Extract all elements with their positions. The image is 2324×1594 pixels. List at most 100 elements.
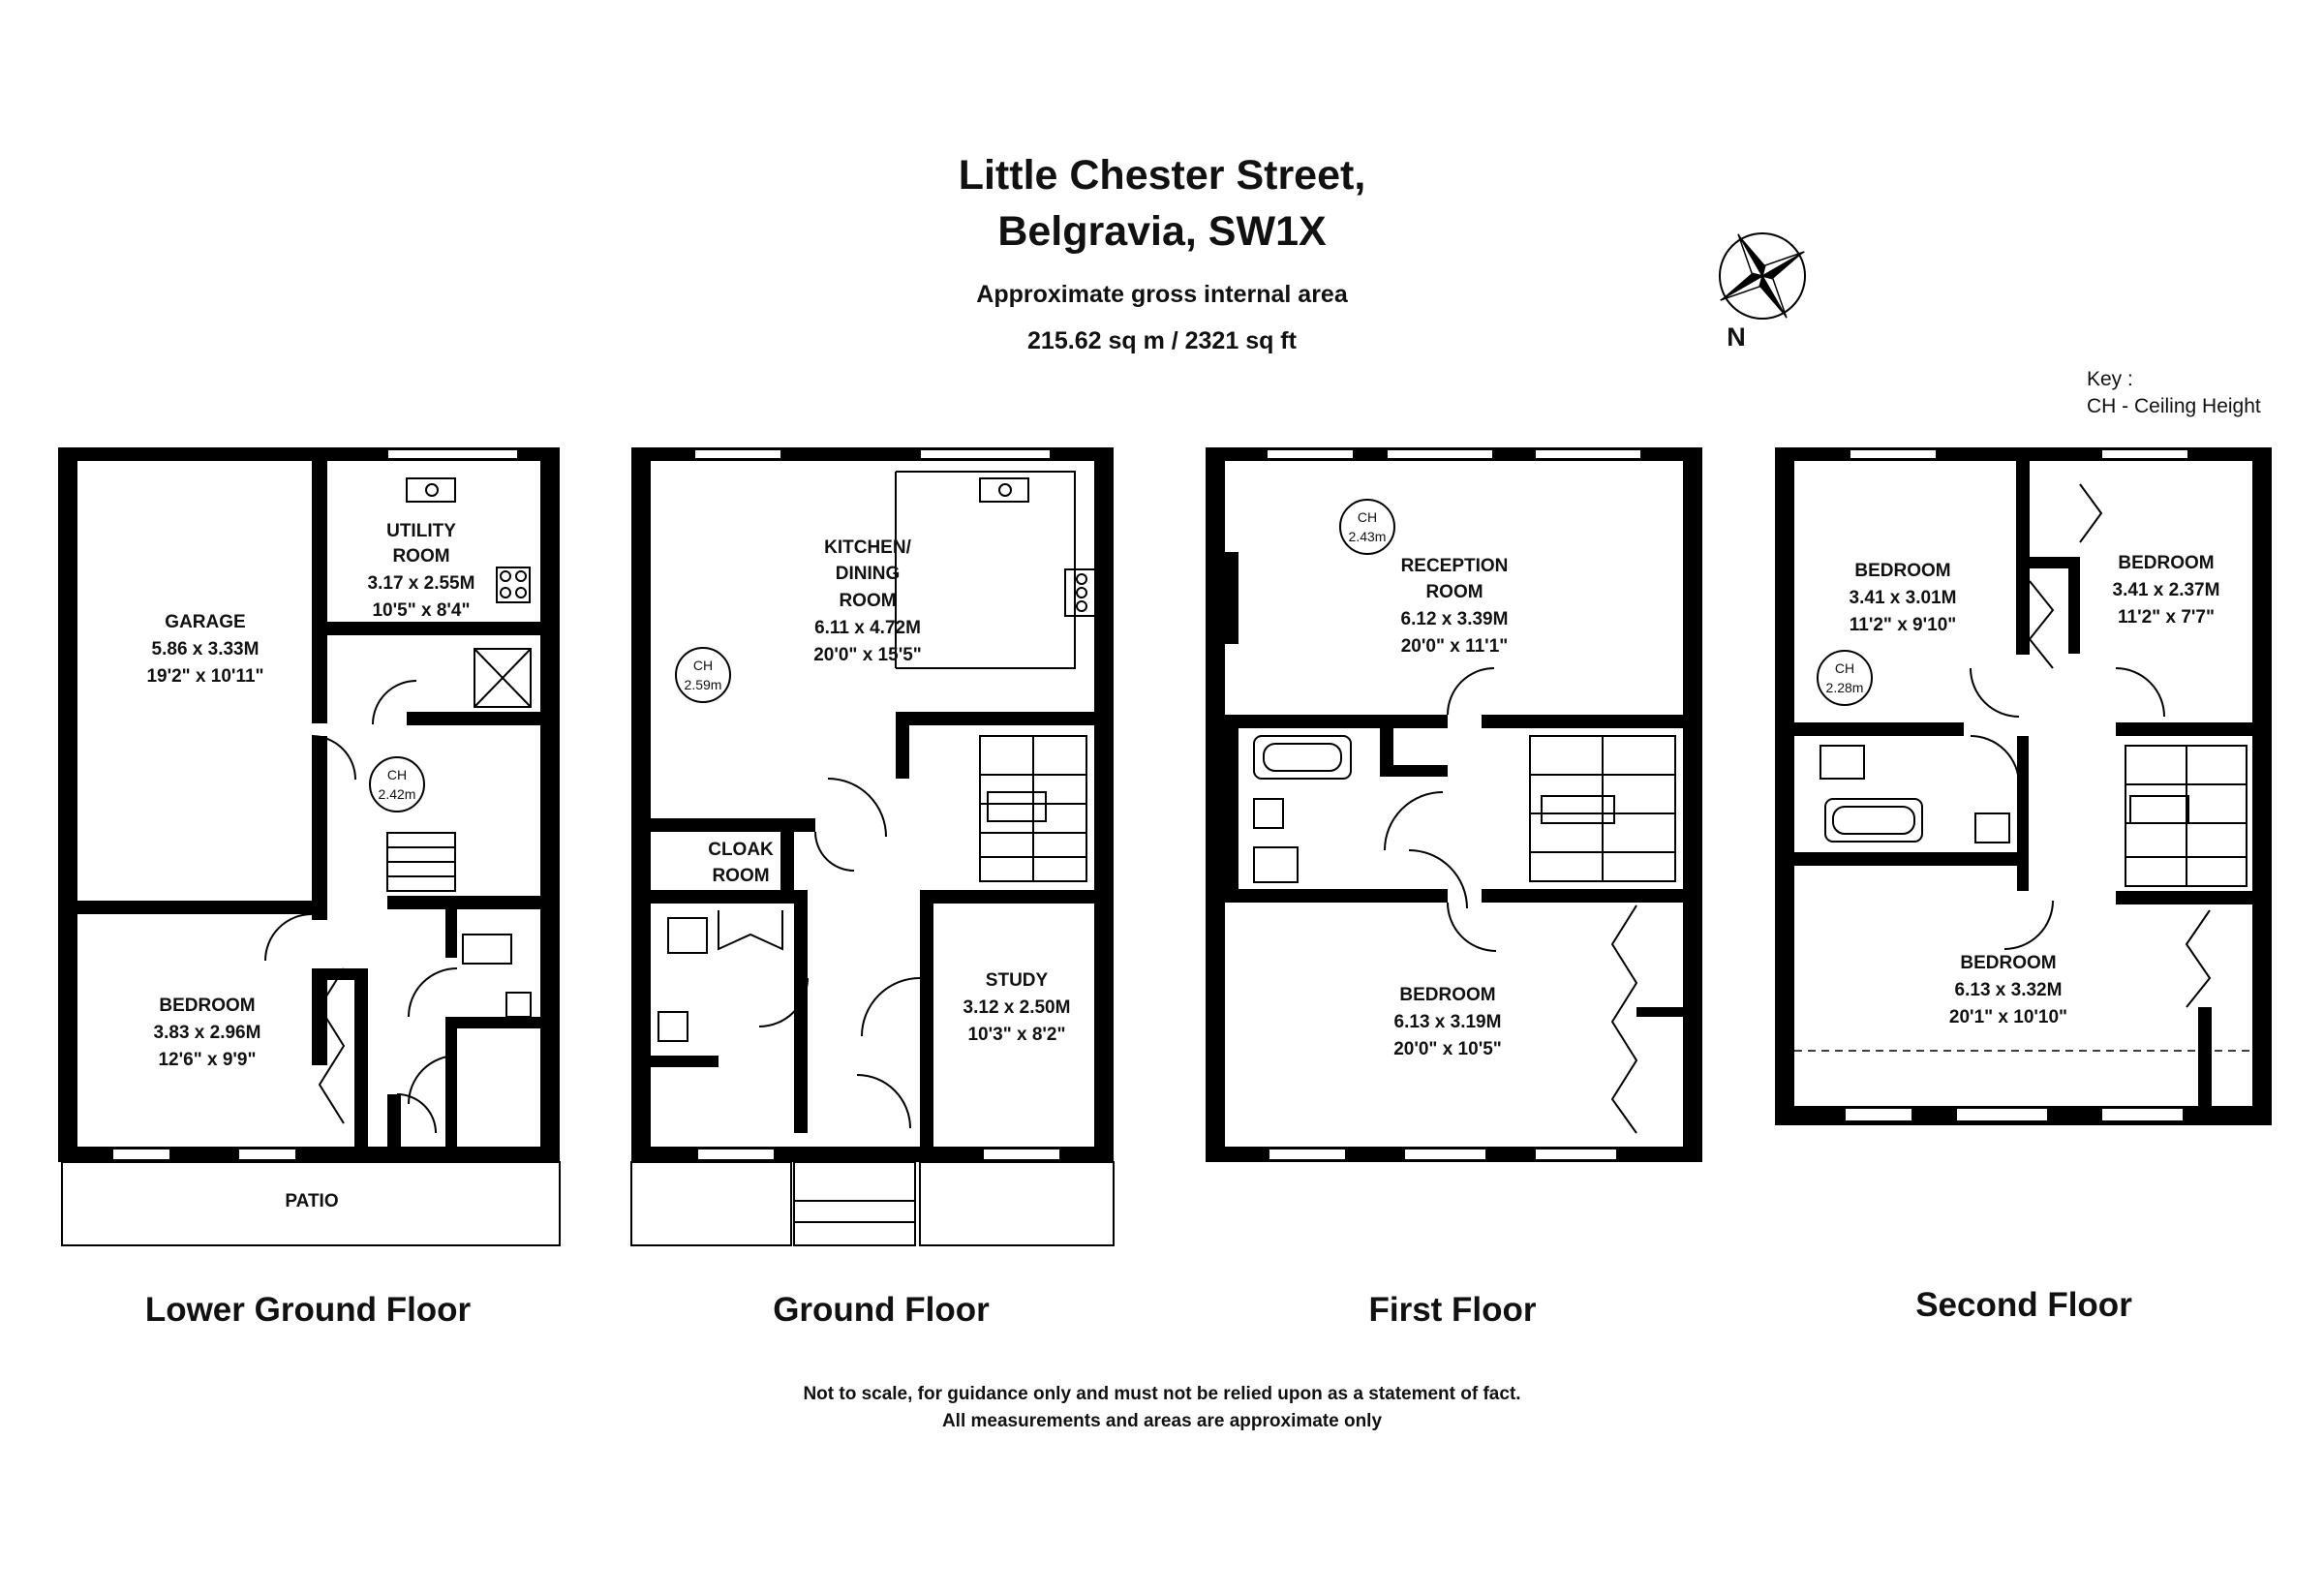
disclaimer-line-2: All measurements and areas are approxima… — [941, 1411, 1383, 1431]
window — [1534, 1148, 1618, 1161]
sink-icon — [979, 477, 1029, 503]
patio-label: PATIO — [285, 1191, 338, 1211]
wall — [896, 725, 909, 779]
window — [696, 1148, 776, 1161]
basin-icon — [505, 992, 532, 1018]
f-bedroom-name: BEDROOM — [1399, 985, 1495, 1005]
floor-label-ground: Ground Floor — [773, 1291, 990, 1329]
wardrobe-doors — [2028, 580, 2055, 669]
bath-icon — [1824, 798, 1923, 843]
bath-icon — [1253, 735, 1352, 780]
wall — [2017, 736, 2029, 891]
door-swing — [408, 1055, 458, 1105]
floor-label-lower-ground: Lower Ground Floor — [144, 1291, 472, 1329]
wall — [1225, 889, 1448, 903]
door-swing — [1447, 667, 1495, 716]
wall — [312, 447, 327, 723]
cloak-name-2: ROOM — [712, 866, 769, 886]
wardrobe-doors — [318, 967, 346, 1124]
lightwell — [919, 1161, 1115, 1246]
hob-icon — [496, 567, 531, 603]
door-swing — [861, 977, 921, 1037]
lg-bedroom-name: BEDROOM — [159, 996, 255, 1016]
wall — [77, 901, 312, 914]
utility-name-2: ROOM — [392, 546, 449, 567]
study-name: STUDY — [986, 970, 1049, 991]
kitchen-name-2: DINING — [836, 564, 901, 584]
lower-ground-floor-plan: CH 2.42m GARAGE 5.86 x 3.33M 19'2" x 10'… — [58, 447, 561, 1246]
f-ch-value: 2.43m — [1349, 529, 1387, 544]
s-ch-label: CH — [1835, 660, 1854, 676]
wall — [2198, 1007, 2212, 1114]
kitchen-imperial: 20'0" x 15'5" — [813, 645, 922, 665]
wall — [2116, 722, 2252, 736]
wall — [920, 904, 933, 1147]
reception-name-2: ROOM — [1425, 582, 1483, 602]
wall — [327, 622, 407, 635]
wall — [1225, 715, 1448, 728]
wall — [312, 968, 327, 1065]
shower-icon — [474, 648, 532, 708]
wall — [407, 712, 540, 725]
floor-label-second: Second Floor — [1915, 1286, 2132, 1324]
kitchen-metric: 6.11 x 4.72M — [814, 618, 921, 638]
patio-outline — [61, 1161, 561, 1246]
f-bedroom-imperial: 20'0" x 10'5" — [1393, 1039, 1502, 1059]
s-bedroom-b-metric: 3.41 x 2.37M — [2113, 580, 2220, 600]
basin-icon — [1253, 798, 1284, 829]
wall — [1794, 722, 1964, 736]
study-metric: 3.12 x 2.50M — [963, 997, 1071, 1018]
lg-bedroom-metric: 3.83 x 2.96M — [154, 1023, 261, 1043]
wall — [1380, 765, 1448, 777]
second-floor-plan: CH 2.28m BEDROOM 3.41 x 3.01M 11'2" x 9'… — [1775, 447, 2272, 1125]
wardrobe-doors — [2079, 483, 2103, 543]
wall — [387, 896, 540, 909]
s-bedroom-c-imperial: 20'1" x 10'10" — [1949, 1007, 2067, 1027]
s-ch-value: 2.28m — [1826, 680, 1864, 695]
ground-floor-plan: CH 2.59m KITCHEN/ DINING ROOM 6.11 x 4.7… — [630, 447, 1115, 1246]
s-bedroom-a-name: BEDROOM — [1854, 561, 1950, 581]
wall — [1636, 1007, 1683, 1017]
wall — [2068, 557, 2080, 654]
cloak-name-1: CLOAK — [708, 840, 774, 860]
window — [1534, 448, 1642, 460]
s-bedroom-a-imperial: 11'2" x 9'10" — [1850, 615, 1957, 635]
wall — [1206, 447, 1225, 1162]
wall — [1775, 447, 1794, 1125]
floor-label-first: First Floor — [1368, 1291, 1537, 1329]
door-swing — [372, 680, 417, 725]
lg-ch-value: 2.42m — [379, 786, 416, 802]
f-ch-label: CH — [1358, 509, 1377, 525]
first-floor-plan: CH 2.43m RECEPTION ROOM 6.12 x 3.39M 20'… — [1206, 447, 1702, 1162]
wardrobe-doors — [1610, 904, 1638, 1134]
wall — [1794, 852, 2017, 866]
wall — [1683, 447, 1702, 1162]
wall — [407, 622, 540, 635]
toilet-icon — [667, 917, 708, 954]
wall — [1380, 728, 1393, 777]
basin-icon — [1974, 812, 2010, 843]
f-bedroom-metric: 6.13 x 3.19M — [1394, 1012, 1502, 1032]
window — [982, 1148, 1061, 1161]
s-bedroom-a-metric: 3.41 x 3.01M — [1850, 588, 1957, 608]
wall — [2252, 447, 2272, 1125]
window — [1844, 1107, 1913, 1122]
title-line-1: Little Chester Street, — [958, 152, 1366, 199]
sink-icon — [406, 477, 456, 503]
utility-imperial: 10'5" x 8'4" — [372, 600, 470, 621]
door-swing — [1408, 849, 1468, 909]
ceiling-height-marker — [675, 647, 731, 703]
window — [2100, 448, 2189, 460]
window — [1849, 448, 1938, 460]
wall — [1482, 715, 1683, 728]
wall — [2116, 891, 2252, 904]
utility-metric: 3.17 x 2.55M — [368, 573, 475, 594]
wall — [58, 1147, 560, 1162]
s-bedroom-b-name: BEDROOM — [2118, 553, 2214, 573]
title-line-2: Belgravia, SW1X — [997, 208, 1327, 255]
door-swing — [311, 735, 356, 781]
garage-imperial: 19'2" x 10'11" — [146, 666, 263, 687]
wall — [651, 890, 794, 904]
lg-ch-label: CH — [387, 767, 407, 782]
wall — [1482, 889, 1683, 903]
